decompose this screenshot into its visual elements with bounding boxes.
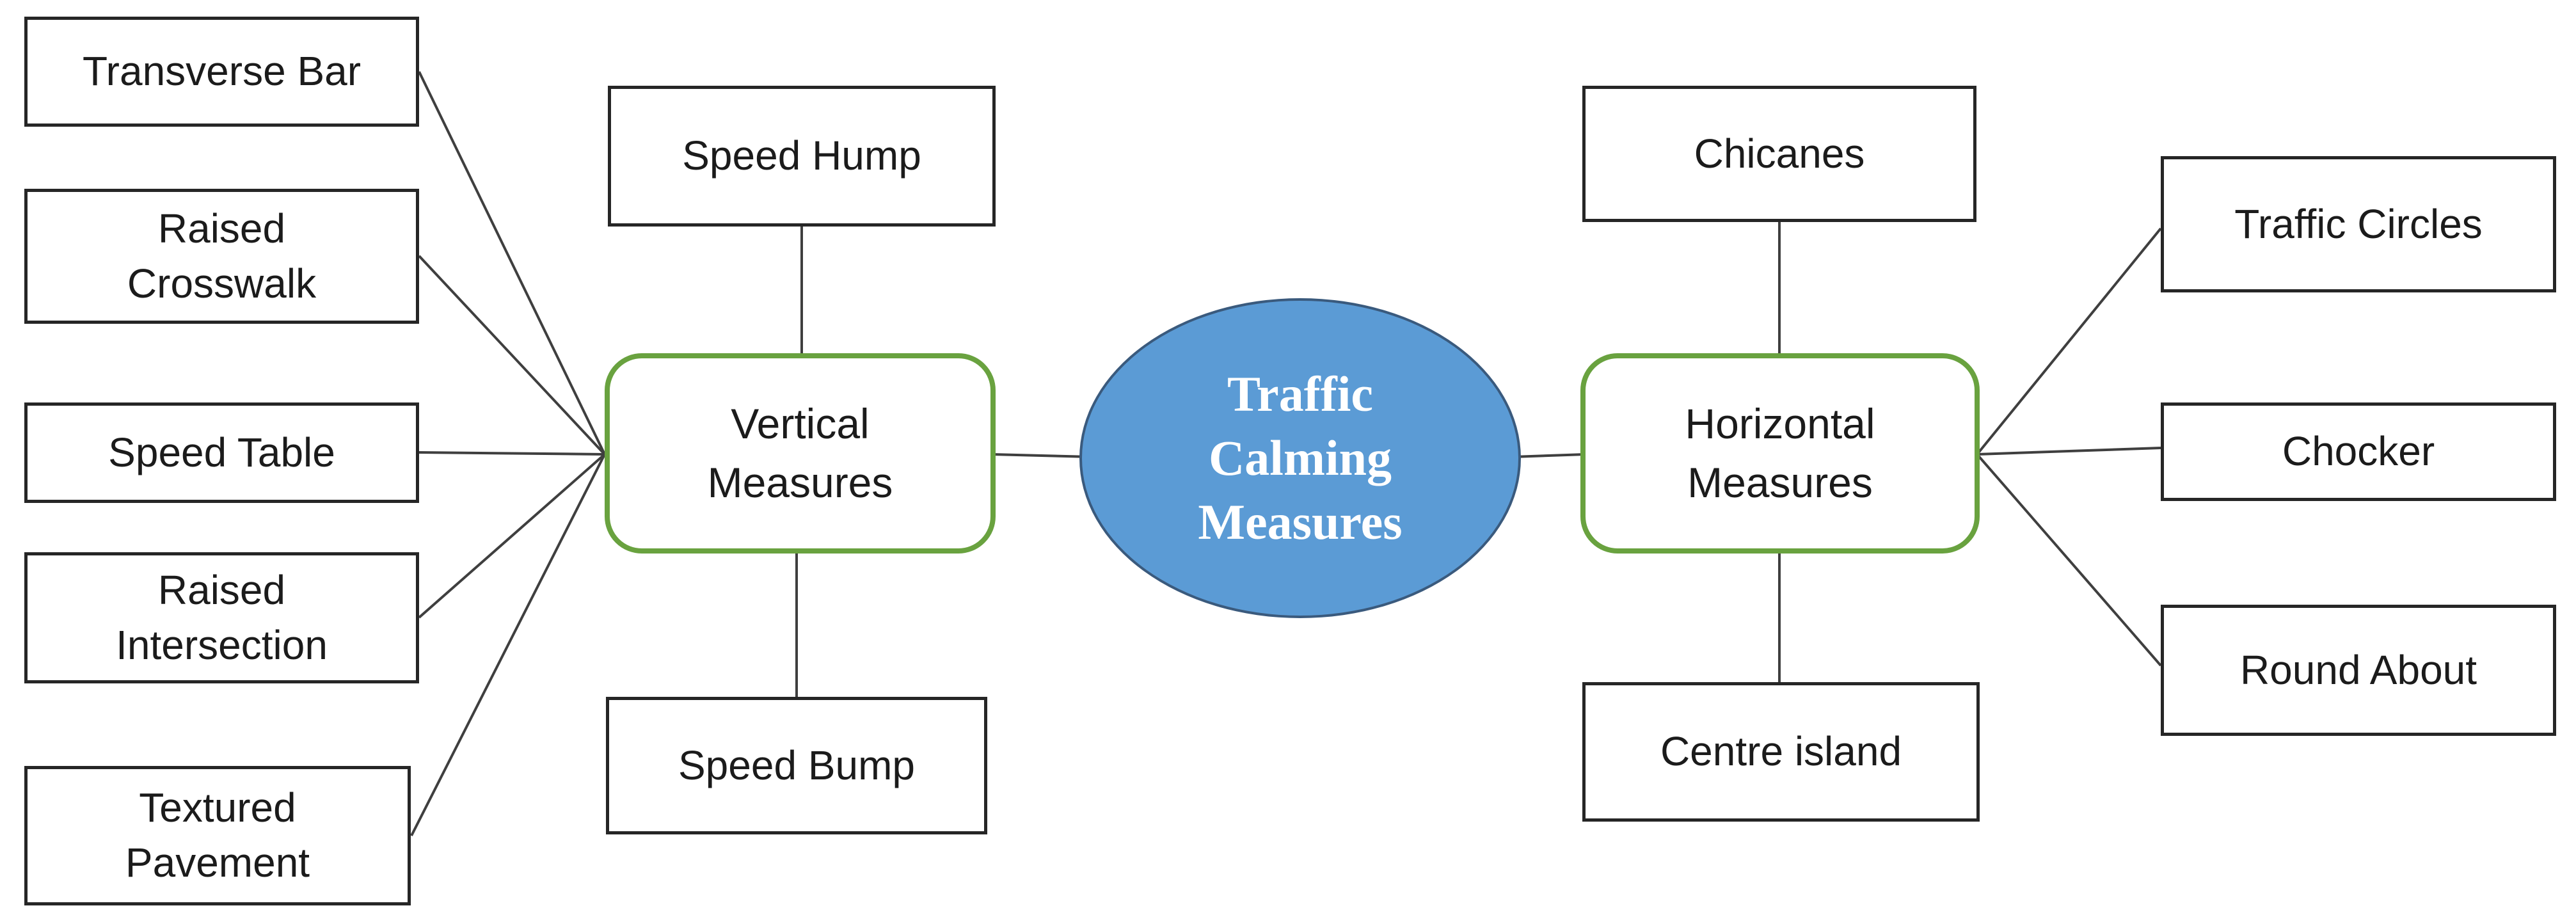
connector-horizontal-round-about [1976, 453, 2162, 667]
connector-vertical-root [991, 453, 1092, 458]
branch-vertical-measures: Vertical Measures [605, 353, 996, 554]
node-round-about: Round About [2161, 605, 2556, 736]
connector-speed-table-vertical [418, 451, 605, 456]
node-chicanes: Chicanes [1582, 86, 1976, 222]
connector-transverse-bar-vertical [418, 71, 606, 455]
node-traffic-circles: Traffic Circles [2161, 156, 2556, 292]
node-speed-table: Speed Table [24, 402, 419, 503]
connector-root-horizontal [1513, 453, 1586, 458]
node-chocker: Chocker [2161, 402, 2556, 501]
node-speed-bump: Speed Bump [606, 697, 987, 834]
node-speed-hump: Speed Hump [608, 86, 996, 227]
node-transverse-bar: Transverse Bar [24, 17, 419, 127]
branch-horizontal-measures: Horizontal Measures [1580, 353, 1980, 554]
node-textured-pavement: Textured Pavement [24, 766, 411, 905]
root-traffic-calming-measures: Traffic Calming Measures [1079, 298, 1521, 618]
connector-raised-intersection-vertical [418, 453, 606, 619]
connector-horizontal-traffic-circles [1976, 227, 2162, 456]
node-raised-crosswalk: Raised Crosswalk [24, 189, 419, 324]
connector-raised-crosswalk-vertical [418, 255, 606, 456]
node-centre-island: Centre island [1582, 682, 1980, 822]
connector-textured-pavement-vertical [410, 454, 606, 836]
connector-horizontal-chocker [1976, 447, 2161, 456]
node-raised-intersection: Raised Intersection [24, 552, 419, 683]
